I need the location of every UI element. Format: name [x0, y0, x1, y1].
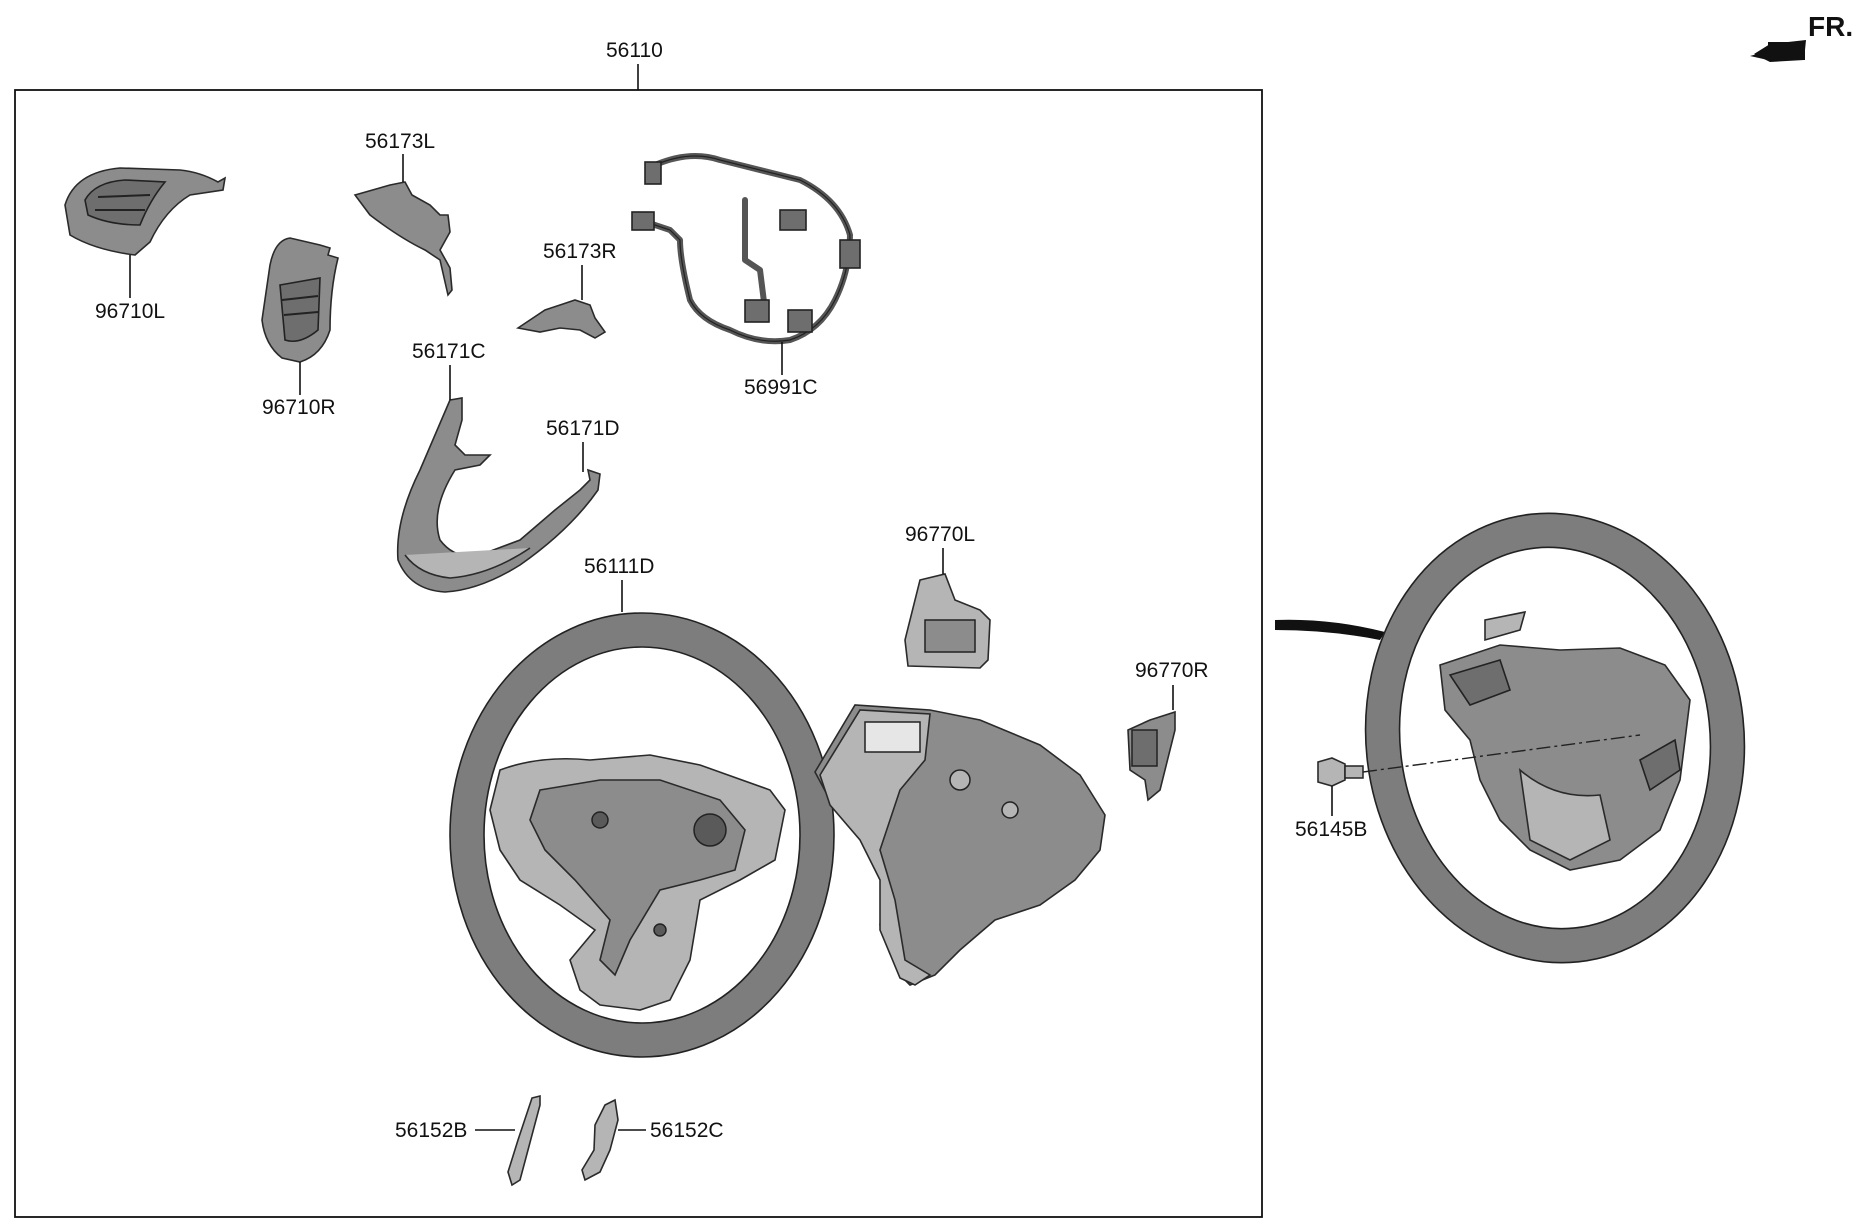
bolt-centerline	[1362, 734, 1641, 773]
remote-switch-left-part	[64, 167, 227, 256]
label-96770R: 96770R	[1135, 659, 1209, 682]
label-56152B: 56152B	[395, 1119, 467, 1142]
label-56111D: 56111D	[584, 555, 654, 578]
wiring-harness-part	[631, 153, 861, 345]
label-56173L: 56173L	[365, 130, 435, 153]
paddle-shift-left-part	[904, 573, 991, 669]
clip-c-part	[581, 1098, 619, 1182]
clip-b-part	[507, 1094, 541, 1187]
bezel-left-part	[353, 181, 453, 297]
remote-switch-right-part	[261, 237, 339, 363]
steering-wheel-body-part	[449, 612, 835, 1058]
label-56152C: 56152C	[650, 1119, 724, 1142]
bezel-right-part	[515, 299, 607, 339]
label-96710R: 96710R	[262, 396, 336, 419]
label-56145B: 56145B	[1295, 818, 1367, 841]
label-96710L: 96710L	[95, 300, 165, 323]
assembled-wheel-part	[1275, 512, 1746, 964]
label-56173R: 56173R	[543, 240, 617, 263]
paddle-shift-right-part	[1127, 710, 1176, 802]
front-direction-marker: FR.	[1750, 11, 1853, 62]
bolt-part	[1317, 757, 1364, 787]
label-56171D: 56171D	[546, 417, 620, 440]
front-direction-label: FR.	[1808, 11, 1853, 42]
label-96770L: 96770L	[905, 523, 975, 546]
cover-lower-part	[396, 397, 601, 593]
label-56171C: 56171C	[412, 340, 486, 363]
rear-cover-part	[814, 704, 1106, 986]
label-56991C: 56991C	[744, 376, 818, 399]
label-56110: 56110	[606, 39, 663, 62]
front-direction-arrow-icon	[1754, 40, 1806, 62]
